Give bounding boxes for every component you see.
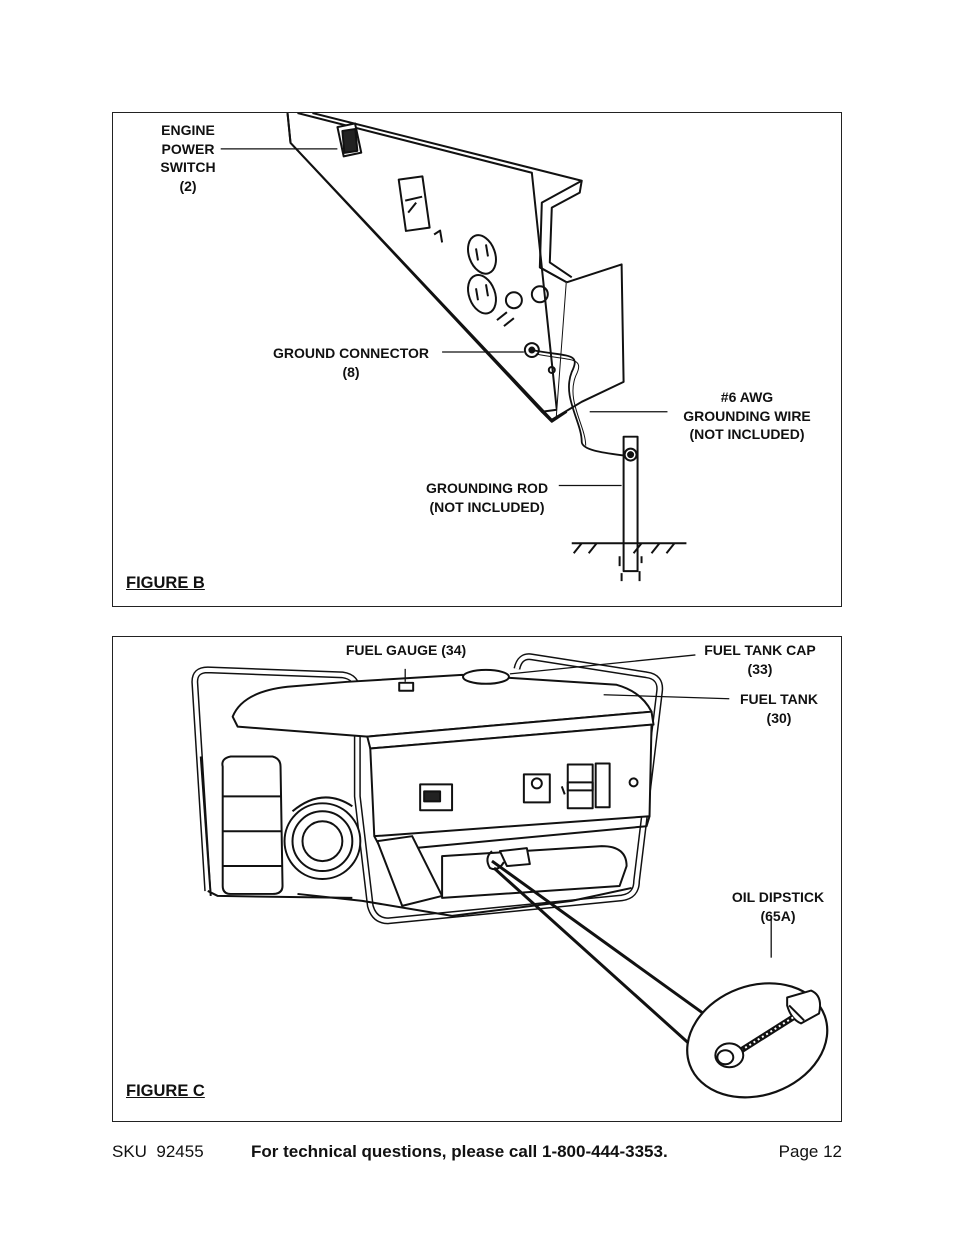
footer-page-number: Page 12: [778, 1142, 842, 1161]
callout-fuel-gauge: FUEL GAUGE (34): [341, 641, 471, 660]
callout-line: #6 AWG: [720, 389, 774, 405]
callout-line: (65A): [760, 907, 796, 924]
callout-line: (NOT INCLUDED): [429, 498, 545, 515]
callout-engine-power-switch: ENGINE POWER SWITCH (2): [148, 121, 228, 195]
callout-line: ENGINE: [161, 122, 215, 138]
callout-line: (NOT INCLUDED): [689, 426, 805, 442]
callout-line: POWER: [161, 140, 215, 157]
callout-ground-connector: GROUND CONNECTOR (8): [261, 344, 441, 381]
callout-line: FUEL TANK CAP: [704, 642, 816, 658]
callout-line: (33): [747, 660, 773, 677]
callout-line: FUEL GAUGE (34): [345, 642, 467, 658]
figure-b: ENGINE POWER SWITCH (2) GROUND CONNECTOR…: [112, 112, 842, 607]
callout-line: GROUNDING WIRE: [683, 407, 811, 424]
figure-c-title: FIGURE C: [126, 1082, 205, 1100]
callout-line: GROUNDING ROD: [425, 480, 549, 496]
callout-fuel-tank-cap: FUEL TANK CAP (33): [693, 641, 827, 678]
callout-line: (30): [766, 709, 792, 726]
callout-oil-dipstick: OIL DIPSTICK (65A): [723, 888, 833, 925]
figure-b-illustration: [220, 113, 687, 582]
footer-sku: SKU 92455: [112, 1142, 204, 1161]
figure-b-title: FIGURE B: [126, 574, 205, 592]
callout-line: GROUND CONNECTOR: [272, 345, 430, 361]
callout-grounding-wire: #6 AWG GROUNDING WIRE (NOT INCLUDED): [669, 388, 825, 444]
callout-grounding-rod: GROUNDING ROD (NOT INCLUDED): [413, 479, 561, 516]
figure-c-illustration: [191, 653, 829, 1099]
callout-line: FUEL TANK: [739, 691, 819, 707]
callout-line: SWITCH: [160, 159, 216, 175]
figure-c: FUEL GAUGE (34) FUEL TANK CAP (33) FUEL …: [112, 636, 842, 1122]
callout-line: (2): [179, 177, 197, 194]
callout-line: (8): [342, 363, 360, 380]
callout-line: OIL DIPSTICK: [731, 889, 825, 905]
footer-help-text: For technical questions, please call 1-8…: [251, 1142, 668, 1161]
callout-fuel-tank: FUEL TANK (30): [731, 690, 827, 727]
